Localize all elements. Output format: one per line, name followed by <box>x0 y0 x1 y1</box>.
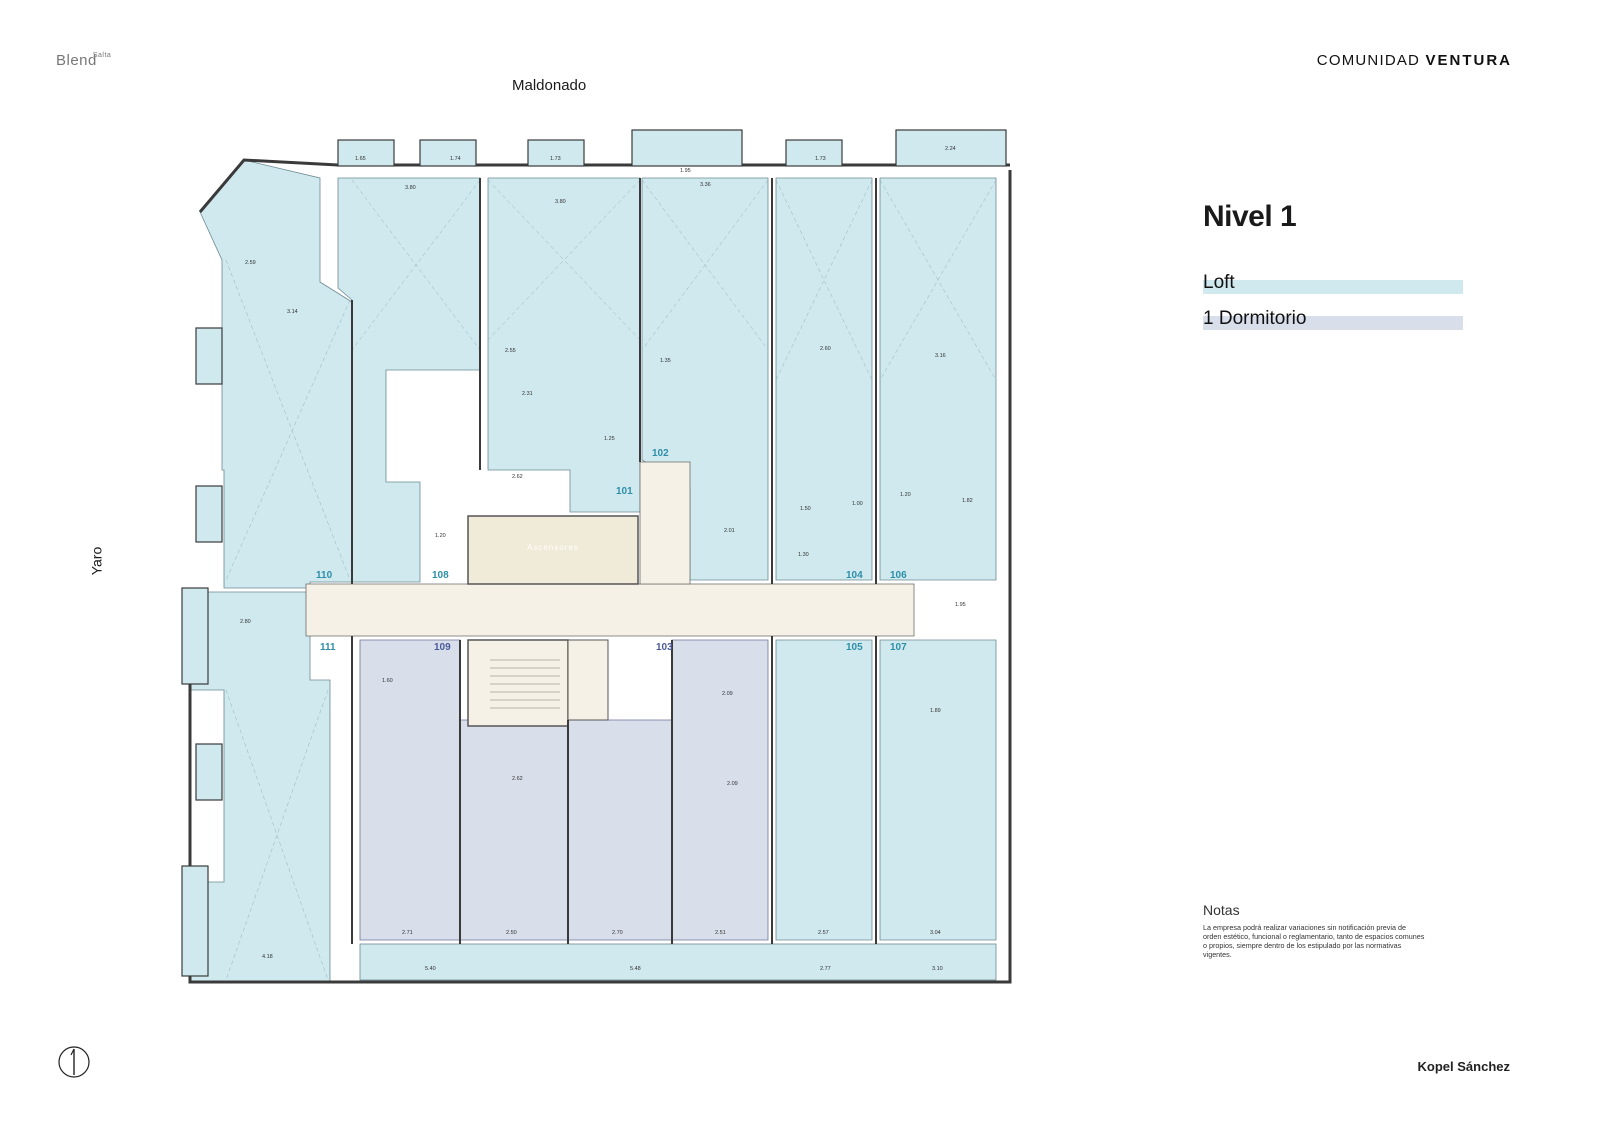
legend-one-bedroom: 1 Dormitorio <box>1203 308 1463 334</box>
notes-title: Notas <box>1203 902 1240 918</box>
dim-label: 1.50 <box>800 506 811 512</box>
unit-label-104: 104 <box>846 570 863 581</box>
dim-label: 3.36 <box>700 182 711 188</box>
dim-label: 3.14 <box>287 309 298 315</box>
unit-107-area <box>879 639 997 941</box>
unit-label-109: 109 <box>434 642 451 653</box>
dim-label: 1.65 <box>355 156 366 162</box>
unit-label-108: 108 <box>432 570 449 581</box>
elevator-label: Ascensores <box>527 543 579 552</box>
street-label-top: Maldonado <box>512 77 587 94</box>
dim-label: 2.57 <box>818 930 829 936</box>
stair-treads <box>490 659 560 709</box>
north-arrow-icon <box>58 1046 90 1078</box>
loft-units <box>189 159 997 983</box>
unit-110-area <box>199 159 353 589</box>
dim-label: 1.95 <box>955 602 966 608</box>
plan-diagonals <box>225 179 997 981</box>
legend-swatch-loft <box>1203 280 1463 294</box>
unit-109-area <box>359 639 461 941</box>
dim-label: 3.16 <box>935 353 946 359</box>
dim-label: 5.40 <box>425 966 436 972</box>
brand-prefix: COMUNIDAD <box>1316 52 1421 69</box>
unit-108-area <box>337 177 481 583</box>
dim-label: 2.77 <box>820 966 831 972</box>
dim-label: 2.31 <box>522 391 533 397</box>
dim-label: 1.60 <box>382 678 393 684</box>
circulation: Ascensores <box>305 461 915 727</box>
dim-label: 2.24 <box>945 146 956 152</box>
blend-logo: BlendSalta <box>56 52 115 69</box>
dim-label: 1.20 <box>435 533 446 539</box>
dim-label: 1.35 <box>660 358 671 364</box>
dim-label: 2.70 <box>612 930 623 936</box>
unit-label-107: 107 <box>890 642 907 653</box>
elevator-area <box>467 515 639 585</box>
dim-label: 4.18 <box>262 954 273 960</box>
dim-label: 2.62 <box>512 776 523 782</box>
legend-loft: Loft <box>1203 272 1463 298</box>
unit-101-area <box>487 177 641 513</box>
unit-label-103: 103 <box>656 642 673 653</box>
interior-walls <box>351 178 877 944</box>
architect-logo: Kopel Sánchez <box>1417 1059 1510 1074</box>
dim-label: 3.80 <box>405 185 416 191</box>
brand-name: VENTURA <box>1425 52 1512 69</box>
dim-label: 2.71 <box>402 930 413 936</box>
dim-label: 2.51 <box>715 930 726 936</box>
dim-label: 2.60 <box>820 346 831 352</box>
logo-superscript: Salta <box>92 52 112 59</box>
dimension-labels: 1.65 1.74 1.73 1.95 1.73 2.24 3.80 3.80 … <box>240 146 973 972</box>
dim-label: 3.80 <box>555 199 566 205</box>
legend-label-one-bedroom: 1 Dormitorio <box>1203 308 1307 329</box>
dim-label: 1.74 <box>450 156 461 162</box>
unit-label-111: 111 <box>320 642 336 653</box>
dim-label: 2.80 <box>240 619 251 625</box>
unit-label-106: 106 <box>890 570 907 581</box>
dim-label: 3.10 <box>932 966 943 972</box>
unit-label-110: 110 <box>316 570 333 581</box>
unit-104-area <box>775 177 873 581</box>
legend-swatch-one-bedroom <box>1203 316 1463 330</box>
dim-label: 2.62 <box>512 474 523 480</box>
dim-label: 2.50 <box>506 930 517 936</box>
dim-label: 1.20 <box>900 492 911 498</box>
legend-label-loft: Loft <box>1203 272 1235 293</box>
dim-label: 2.09 <box>727 781 738 787</box>
stair-landing <box>567 639 609 721</box>
unit-label-102: 102 <box>652 448 669 459</box>
dim-label: 1.73 <box>550 156 561 162</box>
corridor-north <box>639 461 691 585</box>
dim-label: 2.09 <box>722 691 733 697</box>
dim-label: 2.59 <box>245 260 256 266</box>
unit-109b-area <box>459 719 569 941</box>
window-bays <box>181 129 1007 977</box>
dim-label: 1.73 <box>815 156 826 162</box>
brand-logo: COMUNIDAD VENTURA <box>1317 52 1512 69</box>
level-title: Nivel 1 <box>1203 200 1297 233</box>
dim-label: 2.55 <box>505 348 516 354</box>
unit-labels: 110 108 101 102 104 106 111 109 103 105 … <box>316 448 907 653</box>
stair-area <box>467 639 569 727</box>
logo-text: Blend <box>56 52 97 69</box>
dim-label: 1.30 <box>798 552 809 558</box>
dim-label: 2.01 <box>724 528 735 534</box>
corridor-area <box>305 583 915 637</box>
dim-label: 1.95 <box>680 168 691 174</box>
balcony-strip <box>359 943 997 981</box>
unit-label-105: 105 <box>846 642 863 653</box>
unit-105-area <box>775 639 873 941</box>
dim-label: 5.48 <box>630 966 641 972</box>
dim-label: 1.82 <box>962 498 973 504</box>
dim-label: 1.25 <box>604 436 615 442</box>
unit-label-101: 101 <box>616 486 633 497</box>
dim-label: 3.04 <box>930 930 941 936</box>
unit-106-area <box>879 177 997 581</box>
dim-label: 1.00 <box>852 501 863 507</box>
notes-body: La empresa podrá realizar variaciones si… <box>1203 923 1425 959</box>
dim-label: 1.89 <box>930 708 941 714</box>
